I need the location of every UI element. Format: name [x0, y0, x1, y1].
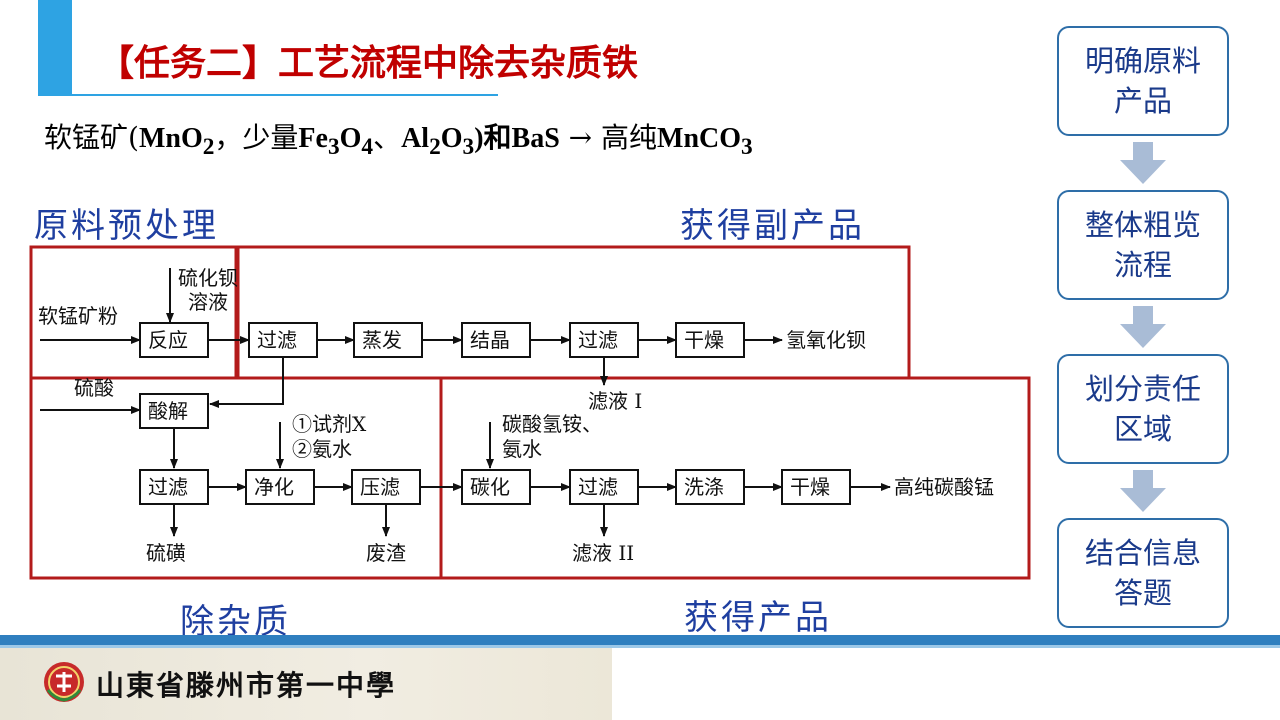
- box-evaporate-label: 蒸发: [362, 328, 402, 352]
- box-dry-2-label: 干燥: [790, 475, 830, 499]
- footer-calligraphy-strip: [0, 648, 612, 720]
- box-filter-2-label: 过滤: [578, 328, 618, 352]
- step-identify-materials: 明确原料产品: [1057, 26, 1229, 136]
- label-waste: 废渣: [366, 541, 406, 565]
- label-bas-solution-2: 溶液: [188, 290, 228, 314]
- box-filter-1-label: 过滤: [257, 328, 297, 352]
- school-name: 山東省滕州市第一中學: [96, 669, 397, 702]
- region-label-product: 获得产品: [684, 598, 832, 638]
- box-wash: [675, 469, 745, 505]
- box-filter-4-label: 过滤: [578, 475, 618, 499]
- box-carbonize-label: 碳化: [470, 475, 510, 499]
- label-bas-solution-1: 硫化钡: [178, 266, 238, 290]
- label-ammonium-bicarbonate: 碳酸氢铵、: [502, 412, 602, 436]
- label-ammonia-1: ②氨水: [292, 437, 352, 461]
- process-flow-diagram: 软锰矿粉 硫化钡 溶液 反应 过滤 蒸发 结晶 过滤 干燥 氢氧化钡 滤液 I …: [29, 245, 1031, 580]
- box-react-label: 反应: [148, 328, 188, 352]
- down-arrow-icon: [1120, 142, 1166, 184]
- box-filter-1: [248, 322, 318, 358]
- region-box-byproduct: [234, 245, 911, 380]
- label-filtrate-2: 滤液 II: [572, 541, 634, 565]
- down-arrow-icon: [1120, 306, 1166, 348]
- label-acid: 硫酸: [74, 376, 114, 400]
- step-overview-flow: 整体粗览流程: [1057, 190, 1229, 300]
- box-press-filter-label: 压滤: [360, 475, 400, 499]
- footer-band: [0, 635, 1280, 645]
- box-crystallize-label: 结晶: [470, 328, 510, 352]
- region-label-byproduct: 获得副产品: [680, 206, 865, 246]
- title-accent-bar: [38, 0, 72, 96]
- step-answer-with-info: 结合信息答题: [1057, 518, 1229, 628]
- step-divide-regions: 划分责任区域: [1057, 354, 1229, 464]
- box-filter-3-label: 过滤: [148, 475, 188, 499]
- label-byproduct: 氢氧化钡: [786, 328, 866, 352]
- down-arrow-icon: [1120, 470, 1166, 512]
- slide-title: 【任务二】工艺流程中除去杂质铁: [98, 43, 639, 84]
- arrow-filter-1-to-acid-dissolve: [209, 357, 284, 408]
- school-logo-icon: [44, 662, 84, 702]
- box-wash-label: 洗涤: [684, 475, 724, 499]
- label-raw-material: 软锰矿粉: [38, 304, 118, 328]
- label-reagent-x: ①试剂X: [292, 412, 367, 436]
- region-label-pretreat: 原料预处理: [34, 206, 219, 246]
- title-underline: [72, 94, 498, 96]
- box-filter-2: [569, 322, 639, 358]
- label-final-product: 高纯碳酸锰: [894, 475, 994, 499]
- box-evaporate: [353, 322, 423, 358]
- reaction-formula: 软锰矿(MnO2，少量Fe3O4、Al2O3)和BaS → 高纯MnCO3: [44, 121, 753, 160]
- label-sulfur: 硫磺: [146, 541, 186, 565]
- box-acid-dissolve-label: 酸解: [148, 399, 188, 423]
- label-filtrate-1: 滤液 I: [588, 389, 642, 413]
- footer-band-highlight: [0, 645, 1280, 648]
- label-ammonia-2: 氨水: [502, 437, 542, 461]
- region-box-product: [439, 376, 1031, 580]
- box-dry-1-label: 干燥: [684, 328, 724, 352]
- box-dry-2: [781, 469, 851, 505]
- box-purify-label: 净化: [254, 475, 294, 499]
- box-purify: [245, 469, 315, 505]
